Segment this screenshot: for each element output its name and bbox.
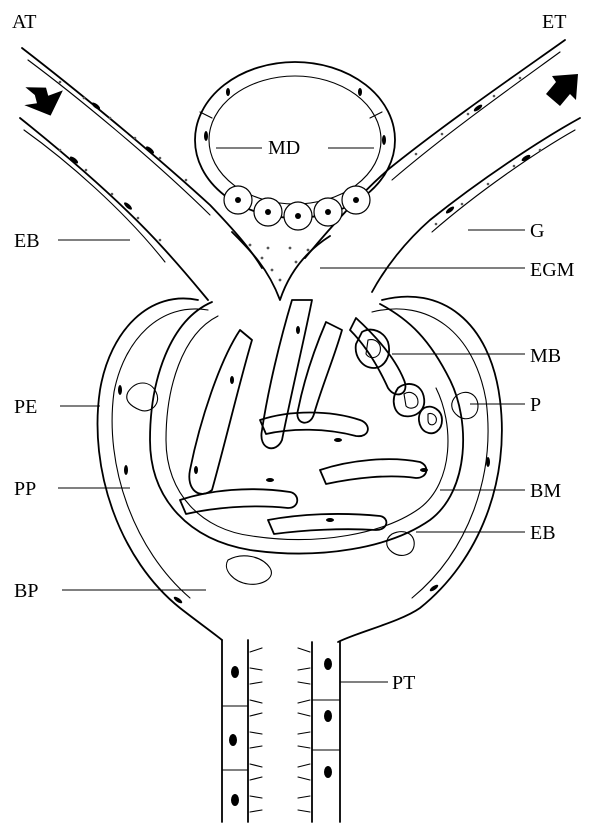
label-pe: PE xyxy=(14,396,37,418)
label-pp: PP xyxy=(14,478,36,500)
label-md: MD xyxy=(268,137,300,159)
label-at: AT xyxy=(12,11,36,33)
label-mb: MB xyxy=(530,345,561,367)
arrow-out-icon xyxy=(546,74,578,106)
arrow-in-icon xyxy=(17,73,64,119)
label-p: P xyxy=(530,394,541,416)
label-bm: BM xyxy=(530,480,561,502)
label-g: G xyxy=(530,220,544,242)
extraglomerular-mesangium xyxy=(232,232,330,300)
label-egm: EGM xyxy=(530,259,575,281)
label-et: ET xyxy=(542,11,566,33)
label-eb-upper: EB xyxy=(14,230,40,252)
label-eb-lower: EB xyxy=(530,522,556,544)
afferent-arteriole xyxy=(20,48,262,300)
label-pt: PT xyxy=(392,672,415,694)
label-bp: BP xyxy=(14,580,38,602)
efferent-arteriole xyxy=(305,40,580,292)
glomerular-capillaries xyxy=(127,300,478,584)
proximal-tubule xyxy=(222,640,340,822)
